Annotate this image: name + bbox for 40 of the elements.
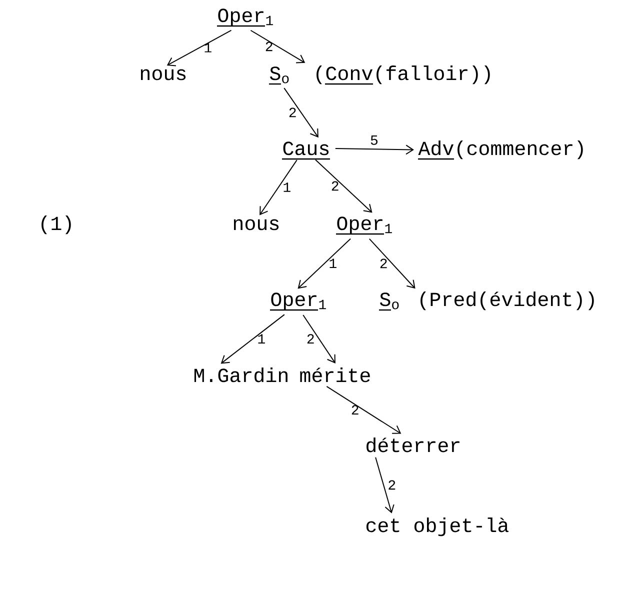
edge-label: 2 xyxy=(352,405,358,415)
edge-label: 1 xyxy=(258,334,265,344)
arrow xyxy=(284,88,318,138)
node-label: cet objet-là xyxy=(366,518,509,536)
arrow xyxy=(375,456,394,514)
node-label: déterrer xyxy=(366,438,460,452)
node-label: M.Gardin xyxy=(194,368,288,382)
example-number: (1) xyxy=(42,216,71,234)
arrow xyxy=(334,144,414,155)
node-label: Oper$_{1}$ xyxy=(336,216,392,235)
annotation: (Pred(évident)) xyxy=(420,292,594,310)
node-label: Oper$_{1}$ xyxy=(270,292,326,311)
edge-label: 2 xyxy=(289,108,296,118)
edge-label: 2 xyxy=(307,334,314,344)
node-label: Adv(commencer) xyxy=(418,140,583,160)
arrow xyxy=(260,160,298,216)
edge-label: 2 xyxy=(388,480,396,490)
arrow xyxy=(368,238,416,289)
edge-label: 2 xyxy=(380,258,387,268)
edge-label: 5 xyxy=(370,136,378,145)
node-label: nous xyxy=(140,69,186,80)
node-label: S$_{o}$ xyxy=(269,66,289,85)
annotation: (Conv(falloir)) xyxy=(316,66,490,85)
arrow xyxy=(298,238,352,289)
node-label: mérite xyxy=(300,368,370,382)
arrow xyxy=(302,314,336,364)
node-label: Caus xyxy=(282,142,330,160)
arrow xyxy=(166,30,232,66)
arrow xyxy=(314,159,372,213)
edge-label: 2 xyxy=(332,181,338,191)
edge-label: 1 xyxy=(330,258,336,268)
node-label: nous xyxy=(234,219,279,230)
edge-label: 1 xyxy=(204,43,212,52)
node-label: Oper$_{1}$ xyxy=(217,8,273,27)
arrow xyxy=(326,386,402,434)
arrow xyxy=(250,30,306,64)
node-label: S$_{o}$ xyxy=(379,292,399,311)
arrow xyxy=(220,314,285,364)
edge-label: 1 xyxy=(284,182,290,192)
edge-label: 2 xyxy=(266,42,272,52)
